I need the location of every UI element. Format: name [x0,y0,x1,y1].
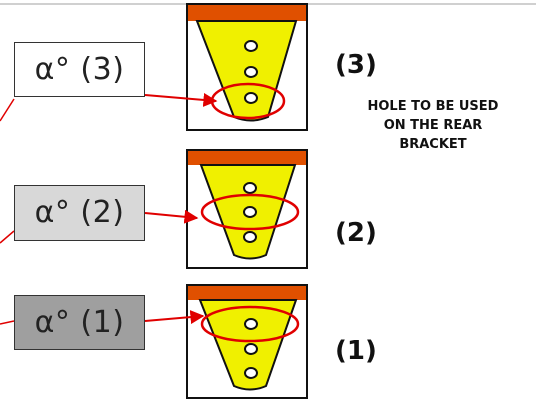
note-line-2: ON THE REAR [383,118,483,133]
connector-line-3 [0,98,15,122]
bracket-top-bar [188,151,306,165]
note-line-1: HOLE TO BE USED [367,99,499,114]
angle-label-2: α° (2) [14,185,145,241]
arrow-1 [144,310,205,325]
hole-bottom [243,231,257,243]
hole-middle [243,206,257,218]
position-label-1: (1) [335,336,377,366]
hole-middle [244,66,258,78]
hole-top [243,182,257,194]
arrow-2 [144,209,199,224]
bracket-panel-1 [186,284,308,399]
connector-line-2 [0,230,15,244]
hole-bottom [244,92,258,104]
angle-label-1: α° (1) [14,295,145,350]
bracket-top-bar [188,286,306,300]
angle-label-3: α° (3) [14,42,145,97]
selected-hole-ring [200,193,300,231]
hole-bottom [244,367,258,379]
hole-top [244,40,258,52]
rear-bracket-note: HOLE TO BE USED ON THE REAR BRACKET [333,97,533,154]
hole-top [244,318,258,330]
note-line-3: BRACKET [399,137,467,152]
arrow-3 [144,92,218,107]
bracket-panel-2 [186,149,308,269]
hole-middle [244,343,258,355]
bracket-panel-3 [186,3,308,131]
position-label-3: (3) [335,50,377,80]
connector-line-1 [0,320,15,325]
position-label-2: (2) [335,218,377,248]
bracket-top-bar [188,5,306,21]
